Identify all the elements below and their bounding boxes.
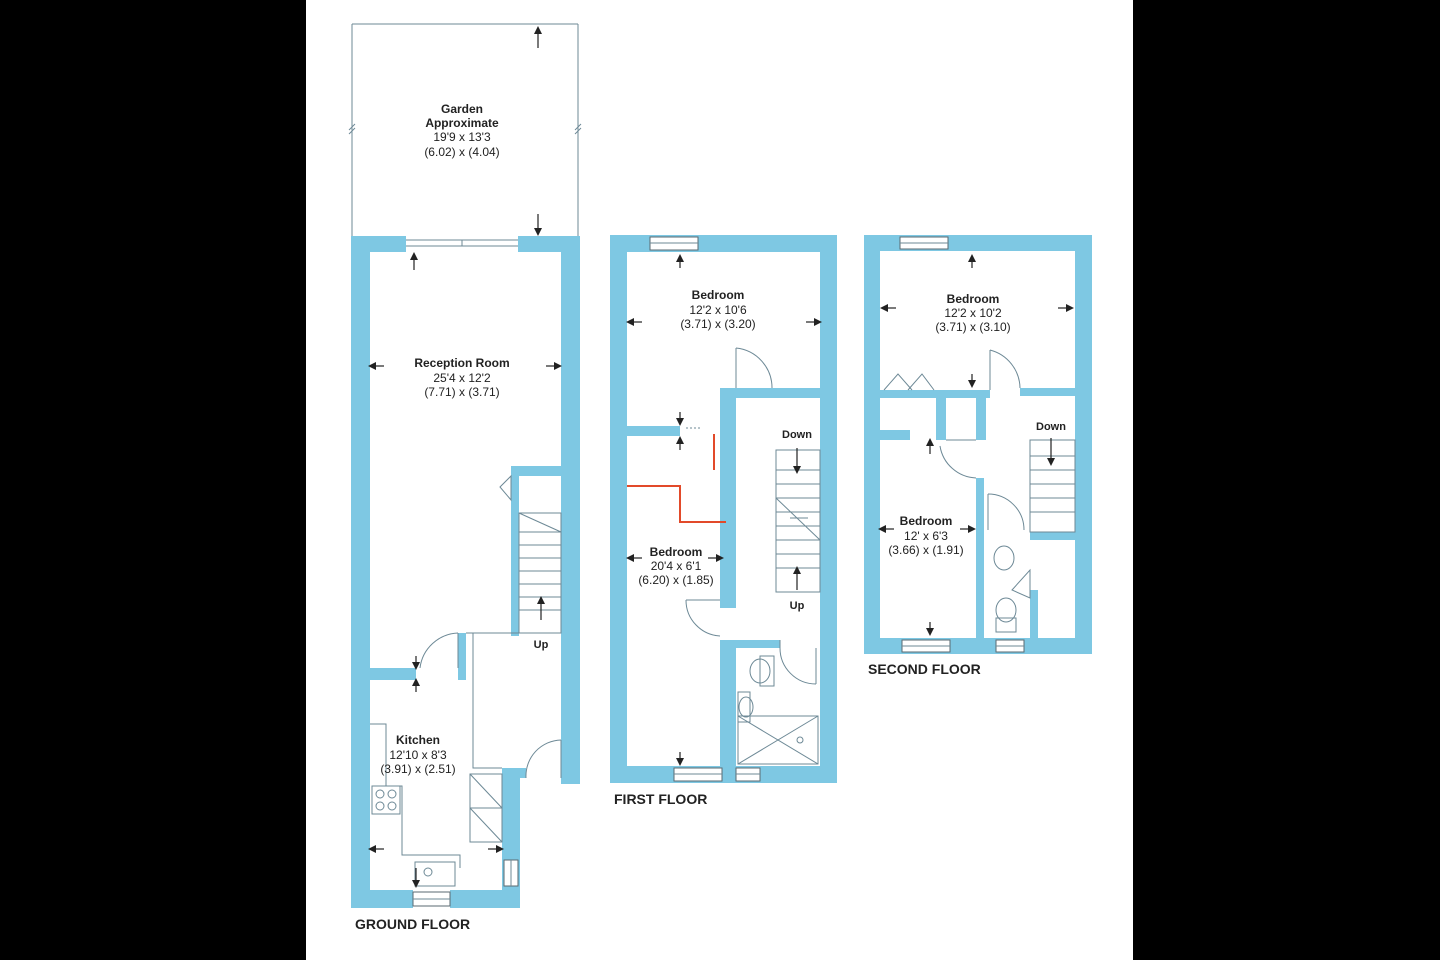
ground-floor-measure-arrows <box>368 26 562 888</box>
second-floor-measure-arrows <box>878 254 1074 636</box>
second-stairs <box>1029 439 1076 533</box>
first-floor-fixtures <box>627 236 821 782</box>
first-bedroom-front-name: Bedroom <box>692 288 745 302</box>
second-bedroom-back-metric: (3.66) x (1.91) <box>888 543 963 557</box>
garden-name: Garden <box>441 102 483 116</box>
first-bedroom-front-metric: (3.71) x (3.20) <box>680 317 755 331</box>
second-floor-fixtures <box>883 236 1076 653</box>
first-bedroom-front-imperial: 12'2 x 10'6 <box>689 303 747 317</box>
kitchen-imperial: 12'10 x 8'3 <box>389 748 447 762</box>
reception-metric: (7.71) x (3.71) <box>424 385 499 399</box>
garden-boundary <box>348 23 582 238</box>
second-floor-label: SECOND FLOOR <box>868 661 981 677</box>
first-stairs-up-label: Up <box>790 600 805 612</box>
second-floor: Bedroom 12'2 x 10'2 (3.71) x (3.10) Down… <box>864 235 1092 677</box>
ground-floor-walls <box>351 236 580 908</box>
first-floor-measure-arrows <box>626 254 822 766</box>
first-stairs-down-label: Down <box>782 429 812 441</box>
garden-name-line2: Approximate <box>425 116 499 130</box>
garden-metric: (6.02) x (4.04) <box>424 145 499 159</box>
first-stairs <box>775 449 821 593</box>
second-bedroom-front-imperial: 12'2 x 10'2 <box>944 306 1002 320</box>
second-bedroom-front-name: Bedroom <box>947 292 1000 306</box>
first-bedroom-back-imperial: 20'4 x 6'1 <box>651 559 702 573</box>
ground-floor-fixtures <box>370 239 562 907</box>
ground-stairs <box>518 512 562 634</box>
kitchen-metric: (3.91) x (2.51) <box>380 762 455 776</box>
second-bedroom-back-imperial: 12' x 6'3 <box>904 529 948 543</box>
reception-name: Reception Room <box>414 356 509 370</box>
garden-imperial: 19'9 x 13'3 <box>433 130 491 144</box>
first-floor-label: FIRST FLOOR <box>614 791 707 807</box>
ground-floor: Garden Approximate 19'9 x 13'3 (6.02) x … <box>348 23 582 932</box>
first-bedroom-back-name: Bedroom <box>650 545 703 559</box>
ground-stairs-up-label: Up <box>534 639 549 651</box>
reception-imperial: 25'4 x 12'2 <box>433 371 491 385</box>
second-stairs-down-label: Down <box>1036 421 1066 433</box>
floorplan-sheet <box>306 0 1133 960</box>
second-bedroom-back-name: Bedroom <box>900 514 953 528</box>
first-bedroom-back-metric: (6.20) x (1.85) <box>638 573 713 587</box>
kitchen-name: Kitchen <box>396 733 440 747</box>
ground-floor-label: GROUND FLOOR <box>355 916 470 932</box>
second-bedroom-front-metric: (3.71) x (3.10) <box>935 320 1010 334</box>
first-floor: Bedroom 12'2 x 10'6 (3.71) x (3.20) Down… <box>610 235 837 807</box>
